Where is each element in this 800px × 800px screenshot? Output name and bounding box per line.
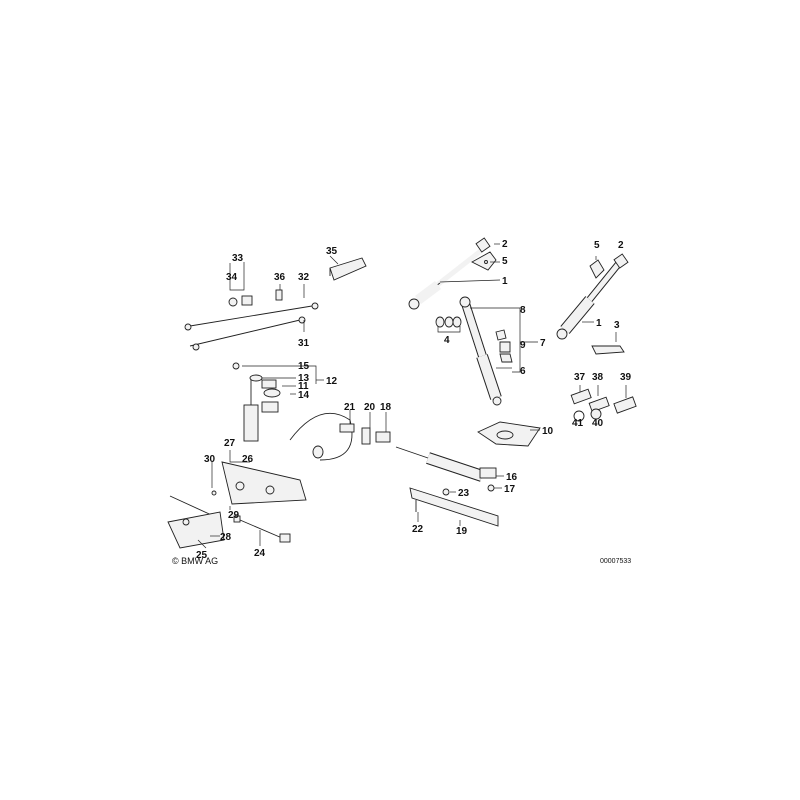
part-label-41: 41 [572, 418, 584, 429]
lever-column [232, 362, 281, 442]
gas-strut-center [459, 296, 513, 406]
part-label-6: 6 [520, 366, 526, 377]
part-label-1b: 1 [596, 318, 602, 329]
part-label-37: 37 [574, 372, 586, 383]
part-label-40: 40 [592, 418, 604, 429]
part-label-25: 25 [196, 550, 208, 561]
part-label-14: 14 [298, 390, 310, 401]
part-label-1: 1 [502, 276, 508, 287]
leader-lines [197, 243, 627, 549]
part-label-10: 10 [542, 426, 554, 437]
part-label-2: 2 [502, 239, 508, 250]
part-label-38: 38 [592, 372, 604, 383]
catalog-number: 00007533 [600, 558, 632, 565]
part-label-30: 30 [204, 454, 216, 465]
part-label-3: 3 [614, 320, 620, 331]
part-label-39: 39 [620, 372, 632, 383]
part-label-32: 32 [298, 272, 310, 283]
handle-housing [211, 461, 307, 505]
cable-assembly [184, 289, 319, 351]
part-label-2b: 2 [618, 240, 624, 251]
copyright-text: © BMW AG [172, 556, 219, 566]
part-label-7: 7 [540, 338, 546, 349]
part-label-5: 5 [502, 256, 508, 267]
part-label-9: 9 [520, 340, 526, 351]
bolt-set [570, 388, 637, 422]
part-label-11: 11 [298, 381, 309, 392]
part-label-22: 22 [412, 524, 424, 535]
washer-set [435, 316, 462, 328]
part-label-19: 19 [456, 526, 468, 537]
bracket [329, 257, 367, 281]
part-label-5b: 5 [594, 240, 600, 251]
part-label-24: 24 [254, 548, 266, 559]
gas-strut-upper-left [408, 237, 497, 310]
cable-loop [289, 412, 391, 461]
lower-cable-assembly [167, 495, 291, 549]
part-labels: 1 2 5 4 8 9 7 6 5 2 1 3 37 38 39 41 40 1… [196, 239, 632, 561]
part-label-4: 4 [444, 335, 450, 346]
part-label-13: 13 [298, 373, 310, 384]
part-label-20: 20 [364, 402, 376, 413]
part-label-34: 34 [226, 272, 238, 283]
part-label-31: 31 [298, 338, 310, 349]
part-label-12: 12 [326, 376, 338, 387]
part-label-8: 8 [520, 305, 526, 316]
bracket-rail [409, 487, 499, 527]
part-label-36: 36 [274, 272, 286, 283]
part-label-18: 18 [380, 402, 392, 413]
part-label-29: 29 [228, 510, 240, 521]
part-label-27: 27 [224, 438, 236, 449]
gas-strut-upper-right [556, 253, 629, 355]
part-label-23: 23 [458, 488, 470, 499]
part-label-26: 26 [242, 454, 254, 465]
part-label-28: 28 [220, 532, 232, 543]
part-label-16: 16 [506, 472, 518, 483]
mounting-plate [477, 421, 541, 447]
gas-strut-lower [395, 446, 497, 496]
part-label-15: 15 [298, 361, 310, 372]
part-label-35: 35 [326, 246, 338, 257]
part-label-17: 17 [504, 484, 516, 495]
part-label-33: 33 [232, 253, 244, 264]
part-label-21: 21 [344, 402, 356, 413]
